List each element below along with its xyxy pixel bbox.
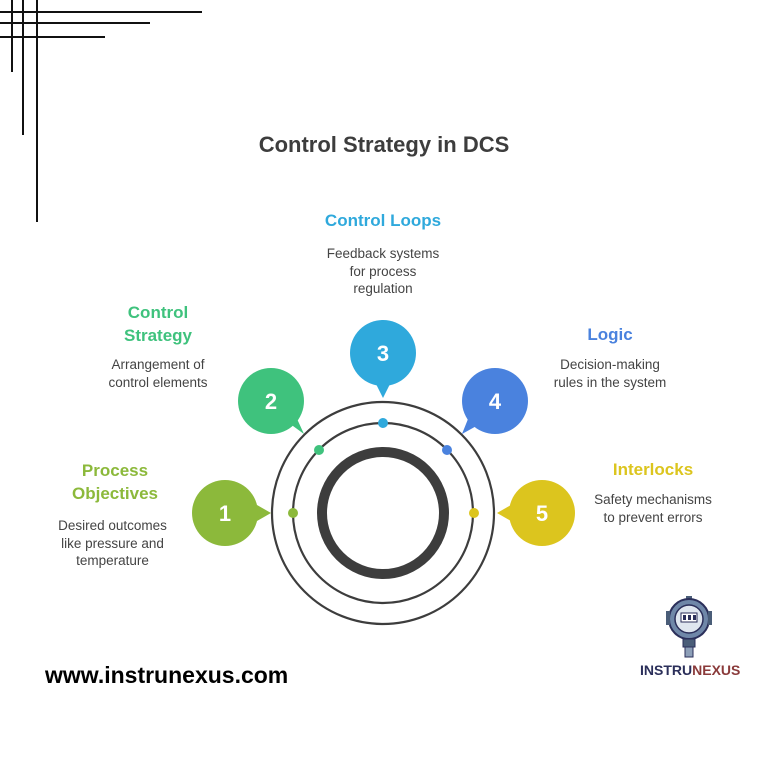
badge-2: 2 [238, 368, 304, 434]
step-5-desc-line-2: to prevent errors [603, 509, 703, 525]
step-2-description: Arrangement of control elements [83, 356, 233, 391]
step-2-title-line-2: Strategy [123, 326, 193, 345]
step-5-title-line-1: Interlocks [612, 460, 694, 479]
corner-line-v2 [22, 0, 24, 135]
step-4-title-line-1: Logic [587, 325, 633, 344]
step-3-desc-line-3: regulation [353, 281, 413, 296]
dot-2 [314, 445, 324, 455]
dot-4 [442, 445, 452, 455]
badge-3: 3 [350, 320, 416, 398]
corner-line-h3 [0, 36, 105, 38]
step-1-desc-line-3: temperature [76, 553, 149, 568]
website-url: www.instrunexus.com [45, 662, 289, 688]
step-4-title: Logic [535, 323, 685, 346]
dot-5 [469, 508, 479, 518]
step-3-desc-line-2: for process [349, 263, 417, 279]
step-4-desc-line-1: Decision-making [560, 357, 660, 372]
corner-line-v1 [11, 0, 13, 72]
brand-logo-text: INSTRUNEXUS [640, 662, 740, 678]
step-1-desc-line-2: like pressure and [61, 535, 164, 551]
step-5-desc-line-1: Safety mechanisms [594, 492, 712, 507]
step-1-title: Process Objectives [40, 459, 190, 505]
step-1-description: Desired outcomes like pressure and tempe… [35, 517, 190, 570]
badge-4: 4 [462, 368, 528, 434]
step-2-title-line-1: Control [127, 303, 189, 322]
corner-line-h1 [0, 11, 202, 13]
dot-1 [288, 508, 298, 518]
badge-1-number: 1 [219, 501, 231, 526]
badge-4-number: 4 [489, 389, 502, 414]
badge-5-number: 5 [536, 501, 548, 526]
corner-line-h2 [0, 22, 150, 24]
outer-ring [270, 400, 496, 626]
step-4-desc-line-2: rules in the system [553, 374, 667, 390]
step-3-title-line-1: Control Loops [324, 211, 442, 230]
step-3-description: Feedback systems for process regulation [283, 245, 483, 298]
step-2-title: Control Strategy [83, 301, 233, 347]
page-title: Control Strategy in DCS [258, 132, 510, 157]
step-2-desc-line-1: Arrangement of [111, 357, 205, 372]
badge-5: 5 [497, 480, 575, 546]
step-1-title-line-1: Process [81, 461, 149, 480]
brand-logo-part-1: INSTRU [640, 662, 693, 678]
dot-3 [378, 418, 388, 428]
step-5-title: Interlocks [578, 458, 728, 481]
step-1-title-line-2: Objectives [72, 484, 158, 503]
step-3-desc-line-1: Feedback systems [326, 246, 440, 261]
transmitter-logo-icon [666, 596, 712, 658]
corner-line-v3 [36, 0, 38, 222]
inner-ring [317, 447, 449, 579]
step-1-desc-line-1: Desired outcomes [58, 518, 167, 533]
brand-logo-part-2: NEXUS [692, 662, 741, 678]
step-4-description: Decision-making rules in the system [530, 356, 690, 391]
step-3-title: Control Loops [283, 209, 483, 232]
step-5-description: Safety mechanisms to prevent errors [573, 491, 733, 526]
badge-2-number: 2 [265, 389, 277, 414]
badge-3-number: 3 [377, 341, 389, 366]
step-2-desc-line-2: control elements [108, 374, 208, 390]
badge-1: 1 [192, 480, 271, 546]
